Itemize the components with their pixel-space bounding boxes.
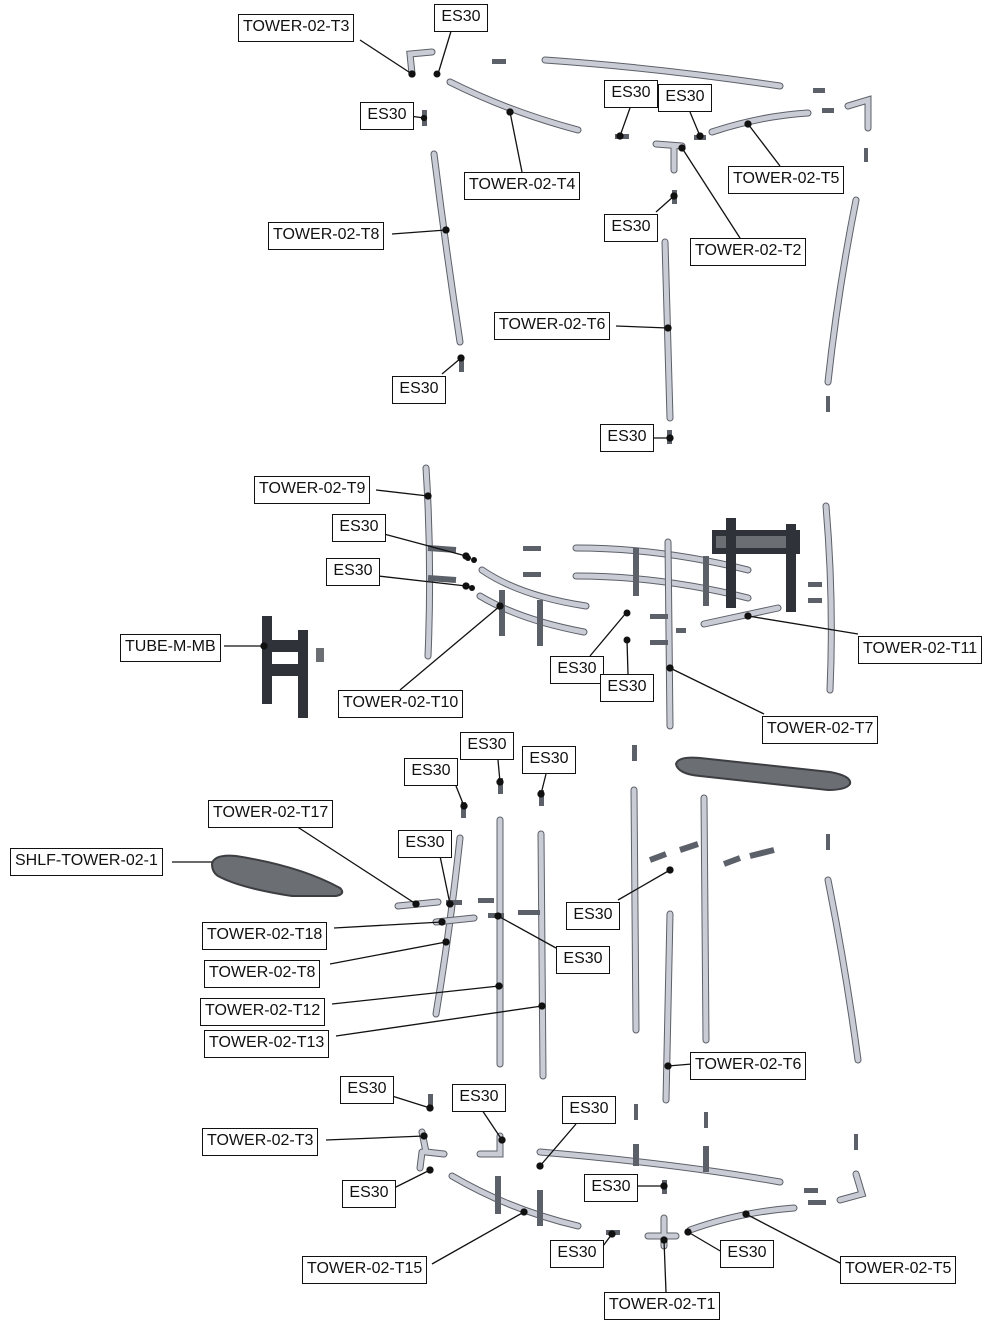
callout-es30: ES30	[658, 84, 712, 112]
callout-es30: ES30	[584, 1174, 638, 1202]
callout-tower-02-t5: TOWER-02-T5	[728, 166, 845, 194]
callout-es30: ES30	[550, 656, 604, 684]
leader-lines	[172, 27, 859, 1293]
callout-tower-02-t5: TOWER-02-T5	[840, 1256, 957, 1284]
callout-tower-02-t3: TOWER-02-T3	[202, 1128, 319, 1156]
callout-tower-02-t6: TOWER-02-T6	[690, 1052, 807, 1080]
callout-es30: ES30	[342, 1180, 396, 1208]
callout-tube-m-mb: TUBE-M-MB	[120, 634, 221, 662]
callout-es30: ES30	[556, 946, 610, 974]
callout-es30: ES30	[360, 102, 414, 130]
callout-es30: ES30	[600, 424, 654, 452]
callout-es30: ES30	[404, 758, 458, 786]
callout-es30: ES30	[452, 1084, 506, 1112]
callout-es30: ES30	[604, 80, 658, 108]
callout-tower-02-t2: TOWER-02-T2	[690, 238, 807, 266]
callout-tower-02-t4: TOWER-02-T4	[464, 172, 581, 200]
callout-tower-02-t17: TOWER-02-T17	[208, 800, 334, 828]
callout-tower-02-t9: TOWER-02-T9	[254, 476, 371, 504]
callout-es30: ES30	[600, 674, 654, 702]
callout-es30: ES30	[550, 1240, 604, 1268]
callout-tower-02-t1: TOWER-02-T1	[604, 1292, 721, 1320]
tube-m-mb-bracket	[262, 616, 324, 718]
callout-tower-02-t8: TOWER-02-T8	[204, 960, 321, 988]
callout-es30: ES30	[392, 376, 446, 404]
callout-es30: ES30	[720, 1240, 774, 1268]
callout-tower-02-t13: TOWER-02-T13	[204, 1030, 330, 1058]
callout-tower-02-t18: TOWER-02-T18	[202, 922, 328, 950]
callout-es30: ES30	[604, 214, 658, 242]
callout-es30: ES30	[566, 902, 620, 930]
callout-tower-02-t6: TOWER-02-T6	[494, 312, 611, 340]
callout-tower-02-t12: TOWER-02-T12	[200, 998, 326, 1026]
tee-base-left	[476, 1132, 504, 1158]
wall-bracket-mid	[712, 518, 800, 612]
callout-es30: ES30	[326, 558, 380, 586]
callout-tower-02-t10: TOWER-02-T10	[338, 690, 464, 718]
callout-tower-02-t15: TOWER-02-T15	[302, 1256, 428, 1284]
callout-es30: ES30	[562, 1096, 616, 1124]
callout-es30: ES30	[522, 746, 576, 774]
callout-shlf-tower-02-1: SHLF-TOWER-02-1	[10, 848, 163, 876]
callout-tower-02-t3: TOWER-02-T3	[238, 14, 355, 42]
callout-tower-02-t8: TOWER-02-T8	[268, 222, 385, 250]
callout-es30: ES30	[332, 514, 386, 542]
callout-es30: ES30	[460, 732, 514, 760]
tube-t15	[448, 1172, 582, 1230]
shelf-right	[674, 756, 852, 792]
lower-frame-group	[210, 745, 862, 1104]
callout-es30: ES30	[340, 1076, 394, 1104]
callout-tower-02-t7: TOWER-02-T7	[762, 716, 879, 744]
shelf-left	[210, 854, 344, 897]
callout-es30: ES30	[398, 830, 452, 858]
callout-es30: ES30	[434, 4, 488, 32]
middle-frame-group	[262, 464, 835, 730]
base-frame-group	[416, 1094, 867, 1250]
callout-tower-02-t11: TOWER-02-T11	[858, 636, 983, 664]
